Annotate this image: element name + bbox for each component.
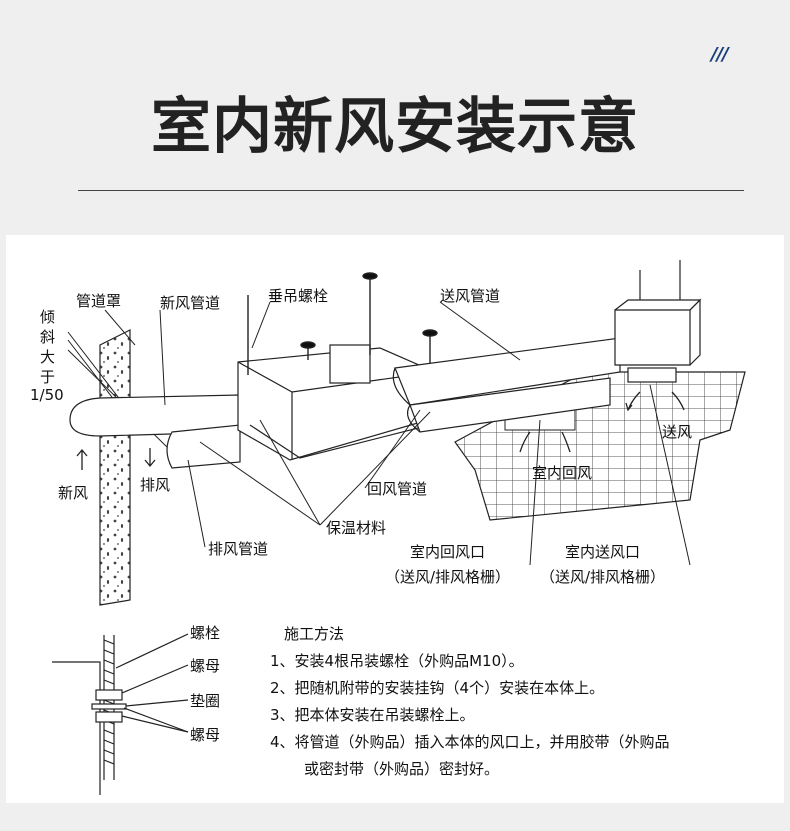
- label-washer: 垫圈: [190, 692, 220, 710]
- flow-arrows: [76, 391, 685, 470]
- label-indoor-return: 室内回风: [532, 464, 592, 482]
- label-slope-2: 斜: [40, 328, 55, 346]
- label-slope-ratio: 1/50: [30, 386, 64, 404]
- label-nut-top: 螺母: [190, 657, 220, 675]
- supply-box: [614, 260, 702, 383]
- label-insulation: 保温材料: [326, 519, 386, 537]
- label-supply-duct: 送风管道: [440, 287, 500, 305]
- supply-duct: [392, 337, 621, 433]
- label-hanging-bolt: 垂吊螺栓: [268, 287, 328, 305]
- step-1: 1、安装4根吊装螺栓（外购品M10）。: [270, 652, 524, 670]
- step-2: 2、把随机附带的安装挂钩（4个）安装在本体上。: [270, 679, 605, 697]
- title-divider: [78, 190, 744, 191]
- construction-heading: 施工方法: [284, 625, 345, 643]
- step-3: 3、把本体安装在吊装螺栓上。: [270, 706, 475, 724]
- label-fresh-air: 新风: [58, 484, 88, 502]
- label-slope-1: 倾: [40, 308, 55, 326]
- construction-steps: 施工方法 1、安装4根吊装螺栓（外购品M10）。 2、把随机附带的安装挂钩（4个…: [270, 621, 770, 783]
- label-bolt: 螺栓: [190, 624, 220, 642]
- hanging-bolts: [247, 272, 438, 375]
- label-supply-vent-note: （送风/排风格栅）: [540, 568, 666, 586]
- label-indoor-return-vent: 室内回风口: [410, 543, 485, 561]
- step-4: 4、将管道（外购品）插入本体的风口上，并用胶带（外购品: [270, 733, 670, 751]
- label-return-vent-note: （送风/排风格栅）: [385, 568, 511, 586]
- label-return-duct: 回风管道: [367, 480, 427, 498]
- label-exhaust: 排风: [140, 476, 170, 494]
- insulation-pointers: [199, 411, 431, 526]
- label-slope-4: 于: [40, 368, 55, 386]
- label-duct-cover: 管道罩: [76, 292, 121, 310]
- main-unit: [237, 344, 436, 461]
- wall: [99, 329, 131, 606]
- label-fresh-air-duct: 新风管道: [160, 294, 220, 312]
- label-slope-3: 大: [40, 348, 55, 366]
- label-supply-air: 送风: [662, 423, 692, 441]
- label-pointers: [104, 301, 691, 566]
- label-exhaust-duct: 排风管道: [208, 540, 268, 558]
- bolt-detail: [52, 633, 189, 795]
- step-4-continued: 或密封带（外购品）密封好。: [304, 760, 500, 778]
- label-nut-bottom: 螺母: [190, 726, 220, 744]
- label-indoor-supply-vent: 室内送风口: [565, 543, 640, 561]
- page-title: 室内新风安装示意: [151, 92, 639, 162]
- decor-slashes: ///: [711, 44, 729, 65]
